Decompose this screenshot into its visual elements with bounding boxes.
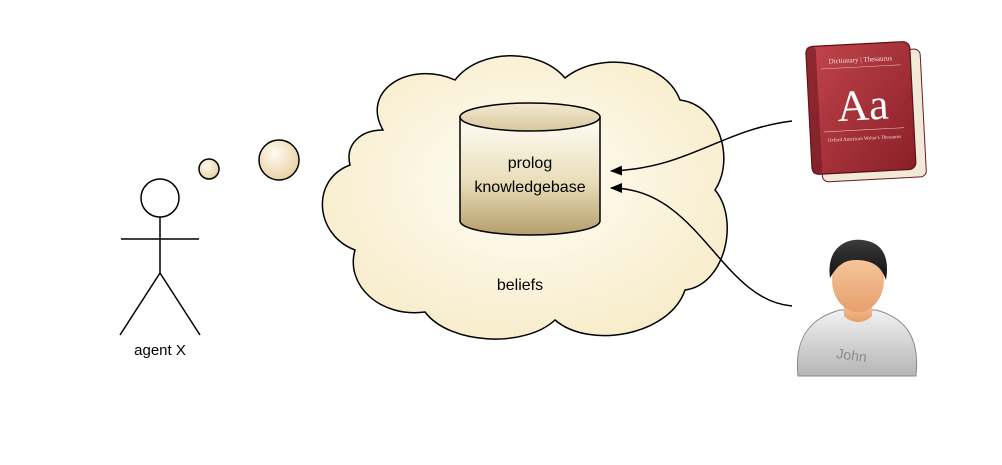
book-spine-shade xyxy=(805,46,823,175)
cloud-label: beliefs xyxy=(497,277,543,294)
book-cover-subtitle: Oxford American Writer's Thesaurus xyxy=(828,135,902,144)
database-label-line1: prolog xyxy=(508,155,552,172)
user-person-icon: John xyxy=(796,239,918,377)
database-label-line2: knowledgebase xyxy=(474,179,585,196)
book-cover-glyph: Aa xyxy=(836,80,890,132)
agent-head xyxy=(140,178,180,218)
book-cover-rule-top xyxy=(820,64,901,70)
thought-bubble-small xyxy=(198,158,220,180)
knowledgebase-database: prolog knowledgebase xyxy=(459,102,601,236)
book-cover-rule-bottom xyxy=(824,127,905,133)
person-shirt-name: John xyxy=(836,345,868,365)
arrow-person-to-database xyxy=(610,183,793,307)
thought-bubble-medium xyxy=(258,139,300,181)
agent-right-leg xyxy=(159,272,201,336)
book-cover xyxy=(805,41,917,175)
person-face xyxy=(832,248,884,312)
arrow-dictionary-to-database xyxy=(610,120,793,176)
dictionary-book-icon: Dictionary | Thesaurus Aa Oxford America… xyxy=(805,41,927,183)
stick-figure-agent xyxy=(119,178,201,336)
database-top xyxy=(459,102,601,132)
book-cover-title: Dictionary | Thesaurus xyxy=(828,54,892,65)
agent-label: agent X xyxy=(134,342,186,359)
person-shirt xyxy=(796,309,918,377)
person-hair xyxy=(829,239,887,280)
agent-left-leg xyxy=(119,272,161,336)
database-body xyxy=(459,116,601,236)
